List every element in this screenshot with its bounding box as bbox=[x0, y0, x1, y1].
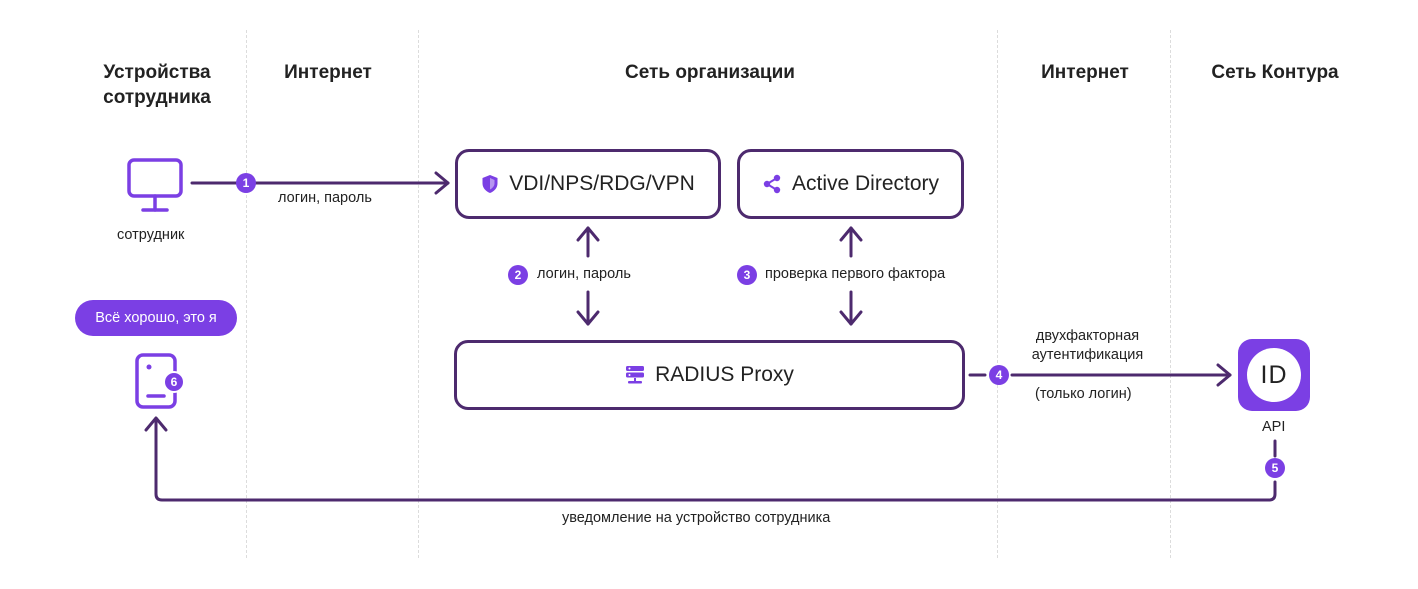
step-badge-1: 1 bbox=[236, 173, 256, 193]
edge-2-arrowhead-down bbox=[576, 310, 600, 326]
edge-4-label-top: двухфакторная аутентификация bbox=[1031, 328, 1144, 363]
divider-4 bbox=[1170, 30, 1171, 558]
edge-5-label: уведомление на устройство сотрудника bbox=[562, 510, 831, 526]
column-title-internet-right: Интернет bbox=[1041, 62, 1129, 83]
edge-5-arrowhead bbox=[144, 416, 168, 432]
shield-icon bbox=[481, 174, 499, 194]
vdi-label: VDI/NPS/RDG/VPN bbox=[509, 172, 695, 195]
radius-proxy-label: RADIUS Proxy bbox=[655, 363, 794, 386]
column-title-devices: Устройства сотрудника bbox=[103, 62, 211, 108]
divider-3 bbox=[997, 30, 998, 558]
server-icon bbox=[625, 365, 645, 385]
employee-label: сотрудник bbox=[117, 227, 185, 243]
edge-3-arrowhead-down bbox=[839, 310, 863, 326]
id-logo-circle: ID bbox=[1247, 348, 1301, 402]
active-directory-node: Active Directory bbox=[737, 149, 964, 219]
edge-2-arrowhead-up bbox=[576, 226, 600, 242]
edge-3-label: проверка первого фактора bbox=[765, 266, 946, 282]
step-badge-3: 3 bbox=[737, 265, 757, 285]
api-label: API bbox=[1262, 419, 1286, 435]
edge-4-label-bottom: (только логин) bbox=[1035, 386, 1132, 402]
edge-5-line-return bbox=[154, 418, 1277, 502]
edge-1-arrowhead bbox=[434, 171, 450, 195]
monitor-icon bbox=[127, 158, 183, 212]
column-title-kontur-network: Сеть Контура bbox=[1211, 62, 1339, 83]
phone-dot bbox=[146, 364, 152, 370]
step-badge-5: 5 bbox=[1265, 458, 1285, 478]
confirmation-bubble: Всё хорошо, это я bbox=[75, 300, 237, 336]
step-badge-4: 4 bbox=[989, 365, 1009, 385]
edge-1-label: логин, пароль bbox=[278, 190, 372, 206]
share-icon bbox=[762, 174, 782, 194]
id-logo-text: ID bbox=[1260, 360, 1288, 389]
active-directory-label: Active Directory bbox=[791, 172, 940, 195]
step-badge-6: 6 bbox=[163, 371, 185, 393]
edge-2-label: логин, пароль bbox=[537, 266, 631, 282]
bubble-text: Всё хорошо, это я bbox=[95, 310, 217, 326]
edge-3-arrowhead-up bbox=[839, 226, 863, 242]
edge-4-arrowhead bbox=[1216, 363, 1232, 387]
vdi-node: VDI/NPS/RDG/VPN bbox=[455, 149, 721, 219]
column-title-org-network: Сеть организации bbox=[625, 62, 795, 83]
divider-2 bbox=[418, 30, 419, 558]
column-title-internet-left: Интернет bbox=[284, 62, 372, 83]
kontur-id-logo: ID bbox=[1238, 339, 1310, 411]
step-badge-2: 2 bbox=[508, 265, 528, 285]
radius-proxy-node: RADIUS Proxy bbox=[454, 340, 965, 410]
divider-1 bbox=[246, 30, 247, 558]
